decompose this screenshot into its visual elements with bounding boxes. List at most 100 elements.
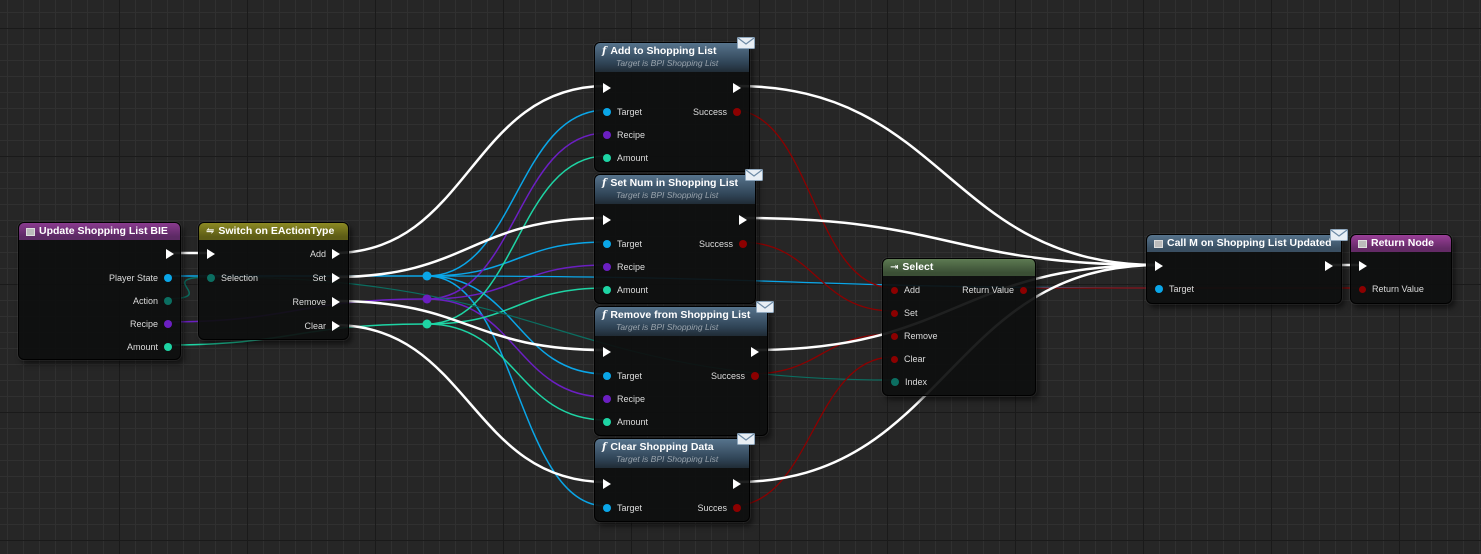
exec-in-pin[interactable] bbox=[1155, 261, 1163, 271]
pin-dot bbox=[739, 240, 747, 248]
node-subtitle: Target is BPI Shopping List bbox=[616, 190, 719, 200]
pin-target[interactable]: Target bbox=[603, 371, 642, 381]
reroute-knot-recipe[interactable] bbox=[422, 294, 432, 304]
select-node[interactable]: ⇥Select Add Set Remove Clear Index Retur… bbox=[882, 258, 1036, 396]
exec-out-remove[interactable]: Remove bbox=[292, 297, 340, 307]
return-node[interactable]: Return Node Return Value bbox=[1350, 234, 1452, 304]
pin-dot bbox=[891, 309, 898, 317]
wire-target-2 bbox=[426, 275, 607, 375]
pin-dot bbox=[603, 286, 611, 294]
exec-out-clear[interactable]: Clear bbox=[304, 321, 340, 331]
node-subtitle: Target is BPI Shopping List bbox=[616, 322, 719, 332]
exec-in-pin[interactable] bbox=[603, 347, 611, 357]
exec-in-pin[interactable] bbox=[603, 215, 611, 225]
event-icon bbox=[26, 227, 35, 236]
exec-in-pin[interactable] bbox=[1359, 261, 1367, 271]
exec-in-pin[interactable] bbox=[603, 479, 611, 489]
pin-dot bbox=[1020, 286, 1027, 294]
wire-success-set bbox=[739, 241, 894, 312]
pin-dot bbox=[603, 131, 611, 139]
pin-selection[interactable]: Selection bbox=[207, 273, 258, 283]
pin-dot bbox=[603, 108, 611, 116]
event-node-update-shopping-list[interactable]: Update Shopping List BIE Player State Ac… bbox=[18, 222, 181, 360]
pin-return-value[interactable]: Return Value bbox=[962, 285, 1027, 295]
call-icon bbox=[1154, 239, 1163, 248]
switch-node-eactiontype[interactable]: ⇋Switch on EActionType Selection Add Set… bbox=[198, 222, 349, 340]
exec-in-arrow bbox=[603, 347, 611, 357]
pin-remove[interactable]: Remove bbox=[891, 331, 938, 341]
pin-success[interactable]: Success bbox=[699, 239, 747, 249]
wire-exec-remove bbox=[333, 299, 607, 352]
pin-amount[interactable]: Amount bbox=[603, 285, 648, 295]
exec-in-arrow bbox=[603, 479, 611, 489]
pin-amount[interactable]: Amount bbox=[127, 342, 172, 352]
pin-recipe[interactable]: Recipe bbox=[603, 394, 645, 404]
wire-amount-1 bbox=[426, 287, 607, 325]
pin-dot bbox=[207, 274, 215, 282]
pin-dot bbox=[164, 320, 172, 328]
pin-recipe[interactable]: Recipe bbox=[130, 319, 172, 329]
wire-exec-set-done bbox=[741, 216, 1159, 267]
message-envelope-icon bbox=[737, 433, 755, 445]
pin-dot bbox=[603, 240, 611, 248]
pin-dot bbox=[891, 378, 899, 386]
pin-success[interactable]: Success bbox=[711, 371, 759, 381]
exec-in-arrow bbox=[603, 215, 611, 225]
pin-target[interactable]: Target bbox=[1155, 284, 1194, 294]
node-subtitle: Target is BPI Shopping List bbox=[616, 58, 719, 68]
select-icon: ⇥ bbox=[890, 262, 899, 273]
pin-set[interactable]: Set bbox=[891, 308, 918, 318]
pin-success[interactable]: Succes bbox=[697, 503, 741, 513]
pin-amount[interactable]: Amount bbox=[603, 417, 648, 427]
pin-success[interactable]: Success bbox=[693, 107, 741, 117]
pin-dot bbox=[733, 108, 741, 116]
pin-dot bbox=[603, 154, 611, 162]
wire-target-3 bbox=[426, 275, 607, 507]
pin-action[interactable]: Action bbox=[133, 296, 172, 306]
exec-out-pin[interactable] bbox=[166, 249, 174, 259]
call-node-on-shopping-list-updated[interactable]: Call M on Shopping List Updated Target bbox=[1146, 229, 1348, 304]
pin-index[interactable]: Index bbox=[891, 377, 927, 387]
pin-dot bbox=[603, 395, 611, 403]
exec-out-pin[interactable] bbox=[1325, 261, 1333, 271]
exec-out-pin[interactable] bbox=[751, 347, 759, 357]
exec-out-pin[interactable] bbox=[733, 83, 741, 93]
reroute-knot-amount[interactable] bbox=[422, 319, 432, 329]
exec-in-pin[interactable] bbox=[603, 83, 611, 93]
exec-out-set[interactable]: Set bbox=[312, 273, 340, 283]
node-title: Switch on EActionType bbox=[218, 225, 335, 237]
pin-target[interactable]: Target bbox=[603, 239, 642, 249]
pin-target[interactable]: Target bbox=[603, 503, 642, 513]
pin-target[interactable]: Target bbox=[603, 107, 642, 117]
pin-recipe[interactable]: Recipe bbox=[603, 262, 645, 272]
pin-add[interactable]: Add bbox=[891, 285, 920, 295]
exec-out-arrow bbox=[739, 215, 747, 225]
exec-out-arrow bbox=[166, 249, 174, 259]
reroute-knot-target[interactable] bbox=[422, 271, 432, 281]
pin-dot bbox=[603, 263, 611, 271]
exec-out-arrow bbox=[332, 249, 340, 259]
pin-return-value[interactable]: Return Value bbox=[1359, 284, 1424, 294]
exec-out-pin[interactable] bbox=[733, 479, 741, 489]
exec-in-pin[interactable] bbox=[207, 249, 215, 259]
exec-out-arrow bbox=[332, 273, 340, 283]
pin-player-state[interactable]: Player State bbox=[109, 273, 172, 283]
node-title: Set Num in Shopping List bbox=[610, 177, 739, 189]
pin-dot bbox=[603, 504, 611, 512]
pin-dot bbox=[1359, 285, 1366, 293]
pin-recipe[interactable]: Recipe bbox=[603, 130, 645, 140]
exec-out-add[interactable]: Add bbox=[310, 249, 340, 259]
node-title: Return Node bbox=[1371, 237, 1434, 249]
exec-out-pin[interactable] bbox=[739, 215, 747, 225]
pin-dot bbox=[891, 286, 898, 294]
pin-clear[interactable]: Clear bbox=[891, 354, 926, 364]
wire-success-remove bbox=[749, 333, 894, 375]
pin-amount[interactable]: Amount bbox=[603, 153, 648, 163]
exec-out-arrow bbox=[733, 479, 741, 489]
